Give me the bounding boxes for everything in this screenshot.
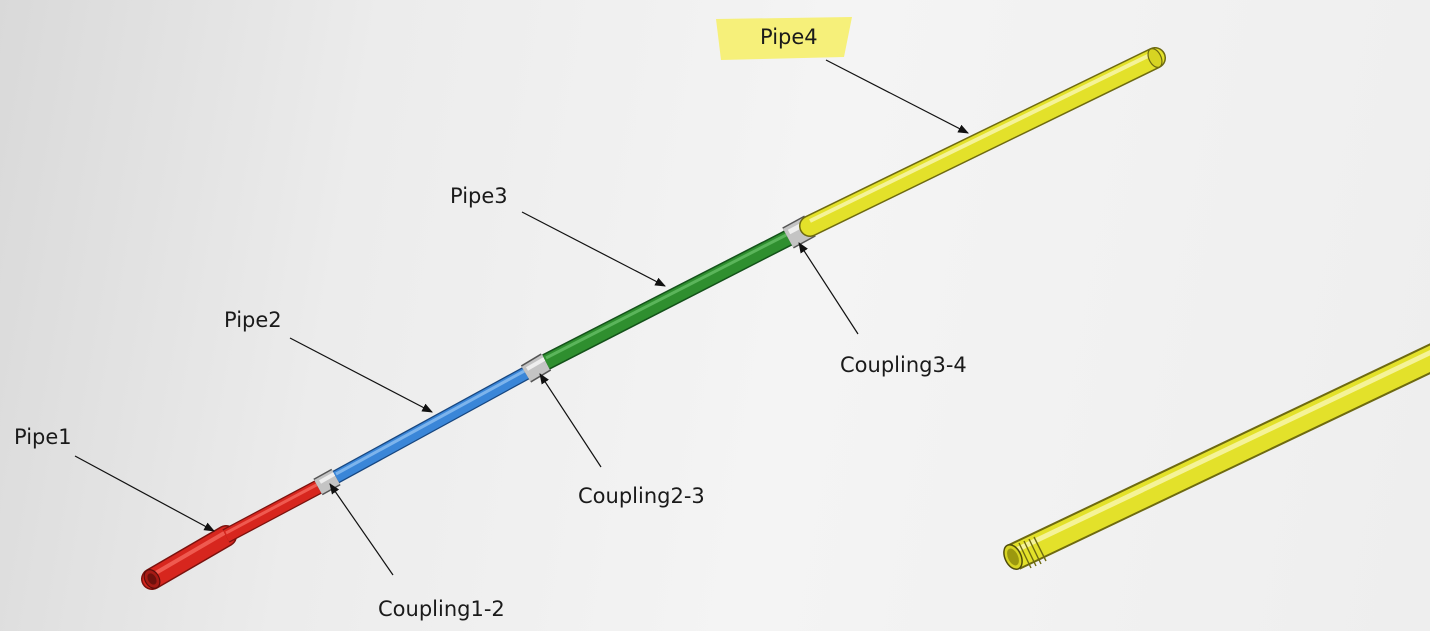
label-coupling2-3: Coupling2-3: [578, 484, 705, 508]
leader-pipe4: [825, 59, 969, 134]
label-pipe2: Pipe2: [224, 308, 282, 332]
coupling2-3-body: [520, 353, 552, 383]
pipe1-body: [141, 478, 326, 590]
leader-coupling2-3: [539, 373, 602, 468]
leader-pipe1: [74, 455, 215, 532]
labels: Pipe1 Pipe2 Pipe3 Pipe4 Coupling1-2 Coup…: [14, 17, 967, 621]
leader-lines: [74, 59, 969, 576]
leader-pipe3: [521, 211, 666, 287]
label-pipe4: Pipe4: [760, 25, 818, 49]
leader-coupling3-4: [798, 242, 859, 335]
pipe2-body: [332, 365, 532, 484]
label-pipe3: Pipe3: [450, 184, 508, 208]
pipe-string: [141, 47, 1166, 590]
label-coupling1-2: Coupling1-2: [378, 597, 505, 621]
leader-pipe2: [289, 337, 433, 413]
label-pipe1: Pipe1: [14, 425, 72, 449]
detail-threaded-pipe: [1003, 343, 1430, 571]
coupling1-2-body: [313, 468, 341, 496]
label-coupling3-4: Coupling3-4: [840, 353, 967, 377]
pipe3-body: [542, 228, 796, 370]
leader-coupling1-2: [329, 483, 394, 576]
pipe4-label-highlight: [716, 17, 852, 60]
pipe4-body: [799, 47, 1166, 237]
